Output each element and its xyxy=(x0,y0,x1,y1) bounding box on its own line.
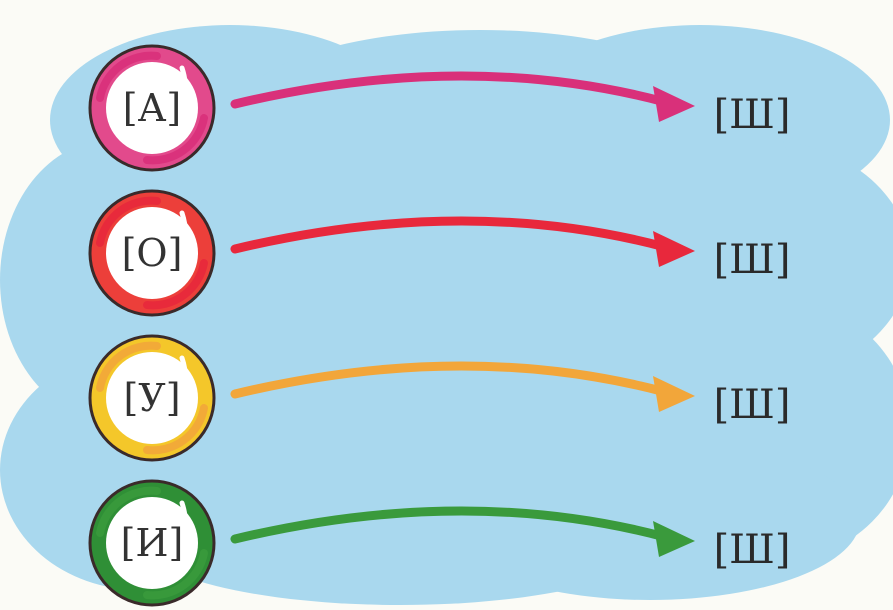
row-1: [А] [Ш] xyxy=(88,44,791,172)
arrow xyxy=(230,216,695,267)
row-2: [О] [Ш] xyxy=(88,189,791,317)
vowel-label: [О] xyxy=(122,231,183,275)
diagram-rows: [А] [Ш] [О] [Ш] [У] [Ш] [И] [Ш] xyxy=(88,44,791,607)
arrow xyxy=(230,71,695,122)
arrow xyxy=(230,361,695,412)
target-sound-label: [Ш] xyxy=(714,382,791,428)
vowel-circle xyxy=(88,189,216,317)
target-sound-label: [Ш] xyxy=(714,527,791,573)
row-4: [И] [Ш] xyxy=(88,479,791,607)
vowel-circle xyxy=(88,44,216,172)
arrow xyxy=(230,506,695,557)
vowel-label: [А] xyxy=(123,86,181,130)
vowel-label: [И] xyxy=(121,521,184,565)
row-3: [У] [Ш] xyxy=(88,334,791,462)
vowel-circle xyxy=(88,479,216,607)
vowel-label: [У] xyxy=(123,376,180,420)
vowel-circle xyxy=(88,334,216,462)
target-sound-label: [Ш] xyxy=(714,237,791,283)
target-sound-label: [Ш] xyxy=(714,92,791,138)
